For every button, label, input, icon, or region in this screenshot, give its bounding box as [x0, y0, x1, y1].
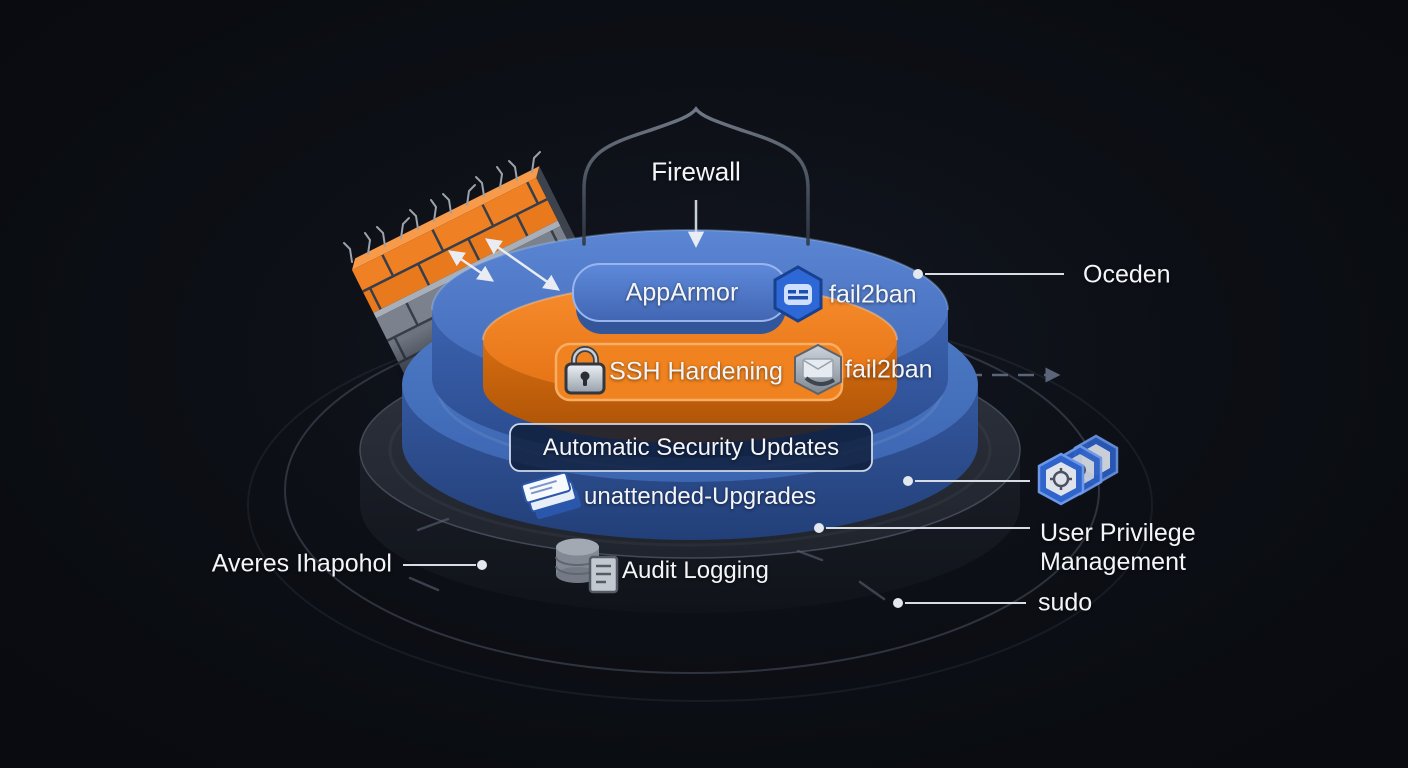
audit-logging-label: Audit Logging — [622, 557, 769, 584]
fail2ban-top-label: fail2ban — [829, 280, 917, 309]
ssh-hardening-label: SSH Hardening — [609, 357, 783, 386]
firewall-shield-outline-icon — [582, 106, 810, 246]
user-privilege-label-line1: User Privilege — [1040, 519, 1196, 547]
oceden-callout-label: Oceden — [1083, 260, 1171, 289]
unattended-upgrades-package-icon — [521, 471, 582, 519]
user-privilege-badges-icon — [1037, 434, 1119, 506]
apparmor-label: AppArmor — [625, 278, 739, 307]
fail2ban-badge-icon — [773, 265, 823, 323]
audit-database-icon — [555, 538, 619, 594]
wall-spike-icons — [343, 151, 541, 263]
callout-dots — [477, 269, 923, 608]
ssh-padlock-icon — [564, 346, 606, 395]
wall-attack-arrows — [447, 238, 560, 291]
unattended-upgrades-label: unattended-Upgrades — [584, 483, 817, 510]
apparmor-pill — [572, 263, 789, 334]
disc-dash-ticks — [408, 517, 886, 601]
fail2ban-mid-label: fail2ban — [845, 355, 933, 384]
sudo-callout-label: sudo — [1038, 588, 1093, 617]
auto-updates-box — [509, 423, 873, 472]
averes-callout-label: Averes Ihapohol — [211, 549, 392, 578]
firewall-label: Firewall — [651, 156, 741, 187]
fail2ban-gray-shield-icon — [794, 343, 842, 396]
user-privilege-label-line2: Management — [1040, 548, 1186, 576]
auto-updates-label: Automatic Security Updates — [542, 434, 840, 461]
callout-connectors — [403, 273, 1064, 604]
